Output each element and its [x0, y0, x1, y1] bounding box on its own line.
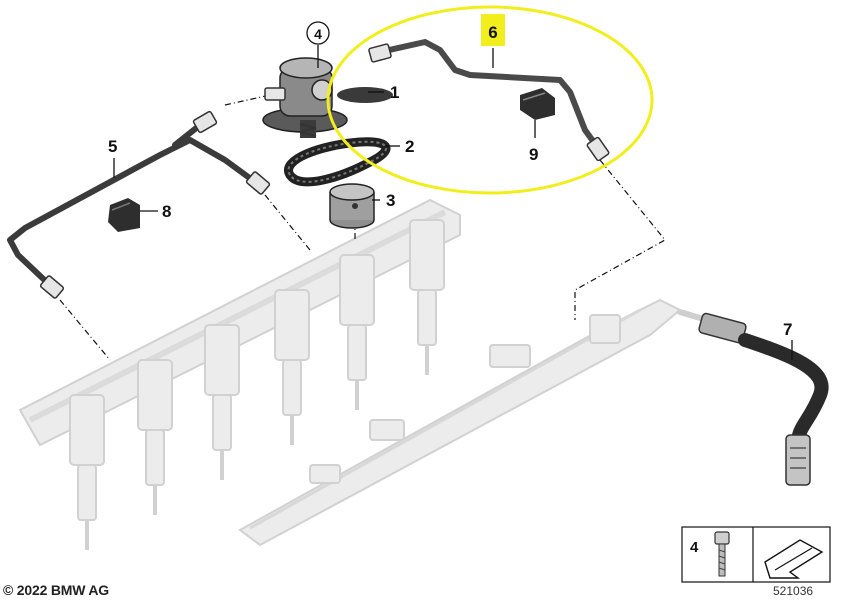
- callout-1: 1: [390, 83, 399, 102]
- callout-6: 6: [481, 14, 505, 46]
- clip-part-8: [108, 198, 140, 232]
- fuel-line-5: [7, 110, 271, 299]
- callout-2: 2: [405, 137, 414, 156]
- fuel-hose-7: [677, 309, 829, 486]
- callout-3: 3: [386, 191, 395, 210]
- clip-part-9: [520, 88, 555, 120]
- injector-3: [204, 324, 240, 480]
- diagram-id: 521036: [773, 584, 814, 598]
- callout-leaders: [113, 45, 793, 360]
- callout-label: 6: [488, 23, 497, 42]
- callout-5: 5: [108, 137, 117, 156]
- fuel-rail-assembly: [18, 198, 682, 550]
- seal-ring-part-2: [284, 137, 391, 187]
- injector-4: [274, 289, 310, 445]
- callout-7: 7: [783, 320, 792, 339]
- fuel-line-6: [368, 39, 610, 162]
- injector-6: [409, 219, 445, 375]
- high-pressure-pump-part-1: [262, 57, 393, 138]
- callout-8: 8: [162, 202, 171, 221]
- legend-part-number: 4: [690, 539, 699, 556]
- injector-1: [69, 394, 105, 550]
- bolt-icon: [714, 531, 730, 577]
- arrow-icon: [764, 539, 824, 579]
- callout-label: 4: [314, 26, 322, 42]
- copyright: © 2022 BMW AG: [3, 582, 109, 598]
- spring: [299, 123, 317, 137]
- highlight-ellipse: [326, 5, 654, 195]
- legend-box: 4: [681, 526, 831, 583]
- injector-2: [137, 359, 173, 515]
- tappet-part-3: [329, 183, 375, 229]
- callout-4: 4: [306, 21, 330, 45]
- callout-9: 9: [529, 145, 538, 164]
- fitting-nut: [39, 110, 271, 299]
- injector-5: [339, 254, 375, 410]
